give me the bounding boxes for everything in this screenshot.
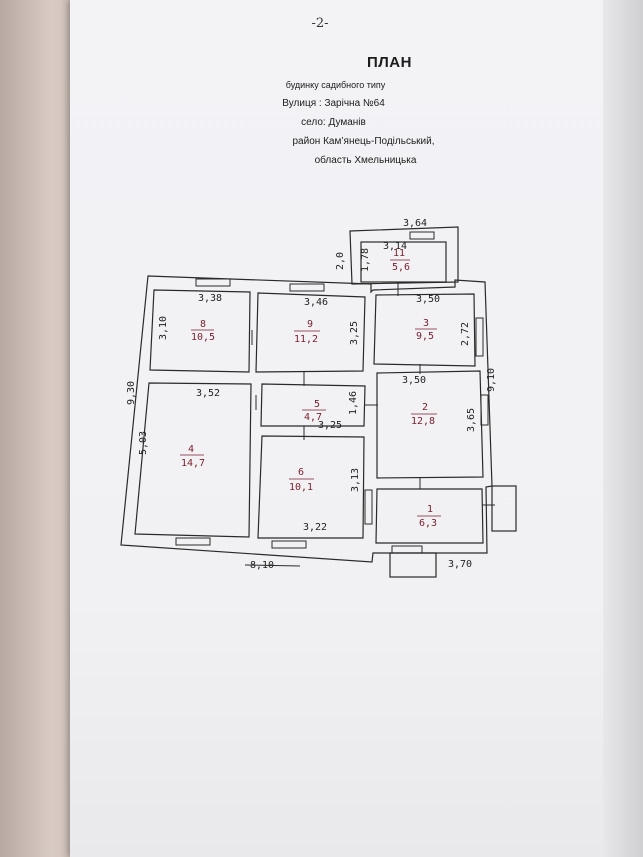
- room-9-label: 9 11,2: [294, 319, 320, 345]
- overall-width-dim: 8,10: [250, 560, 274, 571]
- room-5-outline: [260, 383, 366, 427]
- room-8-width-dim: 3,38: [198, 293, 222, 304]
- svg-text:5: 5: [314, 399, 320, 410]
- room-11-width-dim: 3,14: [383, 241, 407, 252]
- room-9-depth-dim: 3,25: [349, 321, 360, 345]
- svg-text:6,3: 6,3: [419, 518, 437, 529]
- subtitle-village: село: Думанів: [301, 117, 366, 128]
- svg-text:4: 4: [188, 444, 194, 455]
- svg-text:10,5: 10,5: [191, 332, 215, 343]
- svg-text:5,6: 5,6: [392, 262, 410, 273]
- window-annex: [409, 231, 435, 240]
- svg-text:9: 9: [307, 319, 313, 330]
- window-bottom-3: [391, 545, 423, 554]
- room-3-width-dim: 3,50: [416, 294, 440, 305]
- room-2-label: 2 12,8: [411, 402, 437, 427]
- room-3-outline: [373, 293, 476, 367]
- room-2-width-dim: 3,50: [402, 375, 426, 386]
- room-5-depth-dim: 1,46: [348, 391, 359, 415]
- page-title: ПЛАН: [367, 54, 412, 71]
- svg-text:11,2: 11,2: [294, 334, 318, 345]
- room-2-outline: [376, 370, 484, 479]
- page-number: -2-: [311, 16, 329, 31]
- room-4-width-dim: 3,52: [196, 388, 220, 399]
- svg-text:9,5: 9,5: [416, 331, 434, 342]
- window-right-1: [475, 317, 484, 357]
- annex-inner-wall: [360, 241, 447, 283]
- annex-depth-dim: 2,0: [335, 252, 346, 270]
- room-3-label: 3 9,5: [415, 318, 437, 342]
- document-page: [70, 0, 643, 857]
- window-top-1: [195, 278, 231, 287]
- porch-bottom: [389, 552, 437, 578]
- room-5-width-dim: 3,25: [318, 420, 342, 431]
- room-8-outline: [149, 289, 251, 373]
- svg-text:14,7: 14,7: [181, 458, 205, 469]
- room-6-width-dim: 3,22: [303, 522, 327, 533]
- room-9-outline: [255, 292, 366, 373]
- room-8-label: 8 10,5: [191, 319, 215, 343]
- annex-outer-wall: [349, 226, 459, 285]
- svg-text:8: 8: [200, 319, 206, 330]
- room-2-depth-dim: 3,65: [466, 408, 477, 432]
- room-1-label: 1 6,3: [417, 504, 441, 529]
- room-6-outline: [257, 435, 365, 539]
- subtitle-region: область Хмельницька: [314, 155, 417, 166]
- overall-depth-dim: 9,30: [126, 381, 137, 405]
- svg-text:12,8: 12,8: [411, 416, 435, 427]
- outer-wall: [120, 275, 493, 563]
- svg-text:1: 1: [427, 504, 433, 515]
- room-5-label: 5 4,7: [302, 399, 326, 423]
- room-4-outline: [134, 382, 252, 538]
- window-right-2: [480, 394, 489, 426]
- subtitle-building-type: будинку садибного типу: [285, 80, 386, 90]
- room-11-depth-dim: 1,78: [360, 248, 371, 272]
- room-4-label: 4 14,7: [180, 444, 205, 469]
- window-bottom-1: [175, 537, 211, 546]
- svg-text:4,7: 4,7: [304, 412, 322, 423]
- svg-text:11: 11: [393, 248, 405, 259]
- right-depth-dim: 9,10: [486, 368, 497, 392]
- svg-text:10,1: 10,1: [289, 482, 313, 493]
- porch-width-dim: 3,70: [448, 559, 472, 570]
- room-9-width-dim: 3,46: [304, 297, 328, 308]
- room-4-depth-dim: 5,03: [138, 431, 149, 455]
- window-bottom-2: [271, 540, 307, 549]
- subtitle-district: район Кам’янець-Подільський,: [292, 136, 435, 147]
- page-stack-edge: [603, 0, 643, 857]
- window-room6: [364, 489, 373, 525]
- room-1-outline: [375, 488, 484, 544]
- room-11-label: 11 5,6: [390, 248, 410, 273]
- svg-text:6: 6: [298, 467, 304, 478]
- dim-line-bottom: [244, 564, 301, 567]
- subtitle-street: Вулиця : Зарічна №64: [282, 98, 385, 109]
- annex-width-dim: 3,64: [403, 218, 427, 229]
- room-6-label: 6 10,1: [289, 467, 314, 493]
- porch-right: [491, 485, 517, 532]
- window-top-2: [289, 283, 325, 292]
- room-8-depth-dim: 3,10: [158, 316, 169, 340]
- svg-text:2: 2: [422, 402, 428, 413]
- room-3-depth-dim: 2,72: [460, 322, 471, 346]
- svg-text:3: 3: [423, 318, 429, 329]
- room-6-depth-dim: 3,13: [350, 468, 361, 492]
